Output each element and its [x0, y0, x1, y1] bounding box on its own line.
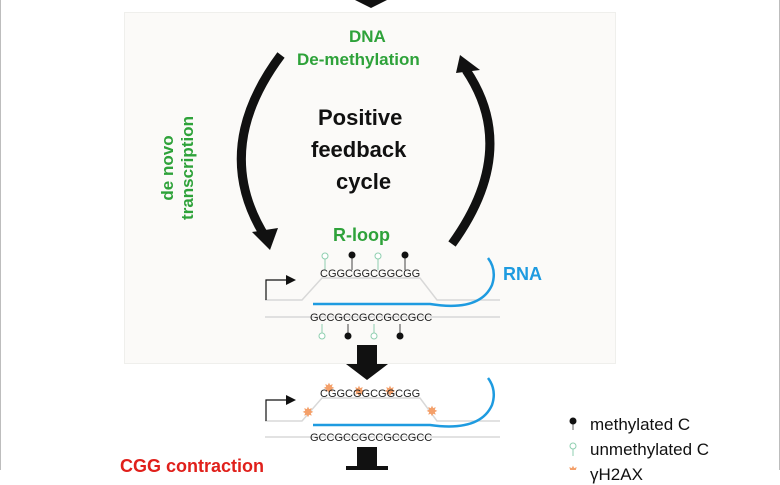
cycle-arrowhead-right — [456, 55, 480, 73]
r-loop-dna — [265, 257, 500, 318]
feedback-cycle-panel — [124, 12, 616, 364]
svg-text:✸: ✸ — [302, 404, 314, 420]
cycle-arrow-right — [448, 67, 495, 247]
dna-label: DNA — [349, 27, 386, 46]
damaged-top-sequence: CGGCGGCGGCGG — [320, 388, 421, 400]
cycle-arrow-left — [236, 52, 285, 241]
unmethylated-c-icon — [569, 442, 577, 456]
cycle-title-line-2: feedback — [311, 137, 407, 162]
de-novo-line: de novo — [158, 135, 177, 201]
cycle-title-line-1: Positive — [318, 105, 403, 130]
transcription-line: transcription — [178, 116, 197, 220]
r-loop-label: R-loop — [333, 225, 390, 245]
svg-text:✸: ✸ — [353, 383, 365, 399]
legend-methylated-c: methylated C — [590, 415, 691, 434]
incoming-arrow — [355, 0, 387, 8]
cycle-title-line-3: cycle — [336, 169, 392, 194]
r-loop-top-sequence: CGGCGGCGGCGG — [320, 268, 421, 280]
legend-gamma-h2ax: γH2AX — [590, 465, 643, 484]
svg-text:✸: ✸ — [426, 403, 438, 419]
de-novo-transcription-label: de novo transcription — [158, 108, 198, 228]
promoter-arrow — [265, 279, 288, 300]
legend-unmethylated-c: unmethylated C — [590, 440, 710, 459]
down-arrow-1 — [346, 345, 388, 380]
methylated-c-icon — [569, 417, 577, 430]
de-methylation-label: De-methylation — [297, 50, 420, 69]
svg-text:✸: ✸ — [323, 380, 335, 396]
rna-label: RNA — [503, 264, 542, 284]
svg-text:✸: ✸ — [384, 383, 396, 399]
diagram-graphics: ✸ ✸ ✸ ✸ ✸ ✸ — [236, 0, 579, 470]
cycle-arrowhead-left — [252, 228, 278, 250]
svg-text:✸: ✸ — [567, 463, 579, 470]
damaged-r-loop-dna — [265, 377, 500, 438]
down-arrow-2 — [346, 447, 388, 470]
methylation-marks-bottom — [318, 324, 404, 340]
gamma-h2ax-icon: ✸ — [567, 463, 579, 470]
r-loop-bottom-sequence: GCCGCCGCCGCCGCC — [310, 312, 433, 324]
gamma-h2ax-markers: ✸ ✸ ✸ ✸ ✸ — [302, 380, 438, 420]
rna-strand — [313, 257, 496, 308]
cgg-contraction-label: CGG contraction — [120, 456, 265, 476]
promoter-arrowhead — [286, 275, 296, 285]
methylation-marks-top — [321, 251, 409, 270]
damaged-bottom-sequence: GCCGCCGCCGCCGCC — [310, 432, 433, 444]
